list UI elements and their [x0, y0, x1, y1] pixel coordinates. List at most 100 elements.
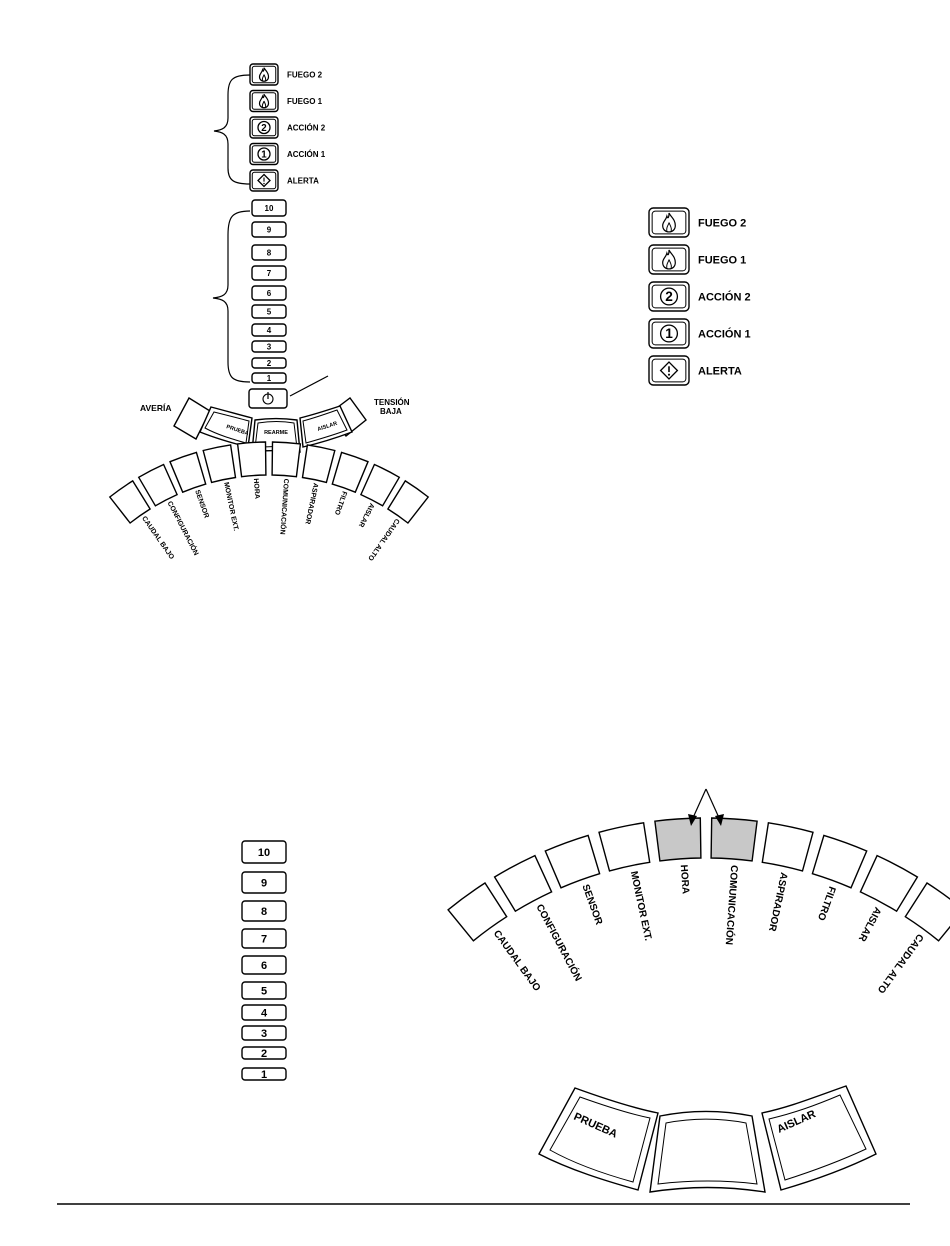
fault-led — [301, 444, 336, 484]
fault-led-label: HORA — [678, 864, 691, 894]
bargraph-led — [251, 285, 287, 301]
fault-led — [236, 441, 267, 478]
bargraph-led — [241, 1046, 287, 1060]
circled-number: 2 — [261, 123, 267, 134]
bargraph-led — [251, 372, 287, 384]
bargraph-led — [241, 840, 287, 864]
fault-led-label: HORA — [252, 478, 260, 499]
arrow-line — [691, 788, 707, 821]
alarm-indicator-label: ALERTA — [287, 177, 319, 186]
bargraph-led — [251, 304, 287, 319]
fault-led — [169, 451, 207, 494]
circled-number: 1 — [261, 149, 267, 160]
alarm-indicator-label: ACCIÓN 1 — [698, 328, 751, 341]
fault-led-label: CAUDAL BAJO — [491, 928, 543, 993]
isolate-button-inner — [302, 409, 348, 444]
arrow-head-icon — [688, 814, 697, 826]
alarm-bracket — [213, 74, 251, 185]
fault-led — [386, 479, 430, 524]
bargraph-led — [241, 1004, 287, 1021]
fault-led-label: COMUNICACIÓN — [723, 865, 742, 946]
circled-one-icon — [659, 324, 679, 343]
alarm-indicator-label: ALERTA — [698, 366, 742, 378]
leader-line — [289, 375, 329, 397]
bargraph-led — [251, 265, 287, 281]
bargraph-led — [251, 340, 287, 353]
low-voltage-label: TENSIÓN — [374, 398, 410, 407]
bargraph-led — [241, 1067, 287, 1081]
bargraph-led-label: 10 — [258, 847, 270, 859]
bargraph-led-label: 4 — [261, 1007, 268, 1019]
alarm-indicator-label: ACCIÓN 1 — [287, 150, 326, 159]
fault-led-label: CONFIGURACIÓN — [533, 902, 585, 984]
circled-two-icon — [257, 120, 271, 135]
fault-led — [598, 822, 651, 872]
fault-led-label: AISLAR — [855, 905, 883, 944]
fault-led-label: FILTRO — [815, 885, 838, 922]
reset-button-detail-inner — [657, 1118, 758, 1185]
fault-led-label: ASPIRADOR — [303, 482, 318, 525]
bargraph-led — [251, 323, 287, 337]
alarm-indicator-label: FUEGO 1 — [287, 97, 323, 106]
fault-led-label: AISLAR — [357, 502, 375, 528]
bargraph-led — [241, 955, 287, 975]
alarm-indicator-label: FUEGO 1 — [698, 255, 746, 267]
bargraph-led-label: 1 — [261, 1069, 267, 1081]
flame-icon — [662, 249, 676, 270]
fault-led-label: CAUDAL ALTO — [875, 931, 926, 995]
fault-led-label: FILTRO — [333, 490, 348, 516]
low-voltage-label: BAJA — [380, 407, 402, 416]
bargraph-led-label: 8 — [261, 906, 267, 918]
bargraph-led-label: 5 — [267, 307, 272, 316]
bargraph-led-label: 6 — [267, 289, 272, 298]
fault-led-label: CAUDAL BAJO — [140, 515, 175, 561]
circled-two-icon — [659, 287, 679, 306]
fault-led-label: MONITOR EXT. — [628, 870, 654, 942]
arrow-line — [705, 788, 721, 821]
bargraph-led — [241, 928, 287, 949]
bargraph-led — [251, 244, 287, 261]
fault-led — [271, 441, 302, 478]
fault-led-label: CONFIGURACIÓN — [166, 499, 201, 556]
bargraph-led-label: 9 — [267, 225, 272, 234]
fault-led — [202, 444, 237, 484]
fault-led-lit — [710, 817, 758, 862]
fault-led-lit — [654, 817, 702, 862]
fault-led-label: SENSOR — [579, 883, 604, 927]
bargraph-led-label: 10 — [265, 204, 274, 213]
fault-led — [108, 479, 152, 524]
fault-led — [493, 854, 553, 913]
alarm-indicator-inner — [651, 321, 687, 346]
alarm-indicator-label: ACCIÓN 2 — [698, 291, 751, 304]
bargraph-led — [241, 871, 287, 894]
fault-led — [544, 834, 601, 889]
exclamation-dot-icon — [263, 182, 265, 185]
bargraph-led-label: 7 — [267, 269, 272, 278]
fault-led-label: SENSOR — [193, 489, 209, 519]
bargraph-led — [251, 357, 287, 369]
alarm-indicator-inner — [651, 284, 687, 309]
test-button-inner — [204, 411, 250, 444]
exclamation-dot-icon — [667, 373, 671, 376]
bargraph-led — [241, 900, 287, 922]
alarm-indicator-label: FUEGO 2 — [698, 218, 746, 230]
fault-label: AVERÍA — [140, 403, 172, 413]
fault-led — [904, 882, 950, 942]
bargraph-led-label: 9 — [261, 877, 267, 889]
alert-diamond-icon — [257, 173, 271, 188]
bargraph-led-label: 7 — [261, 933, 267, 945]
fault-led-label: CAUDAL ALTO — [366, 517, 400, 562]
fault-led — [761, 822, 814, 872]
bargraph-led-label: 6 — [261, 960, 267, 972]
fault-led — [811, 834, 868, 889]
arrow-head-icon — [715, 814, 724, 826]
flame-inner-icon — [666, 222, 672, 232]
flame-inner-icon — [666, 259, 672, 269]
